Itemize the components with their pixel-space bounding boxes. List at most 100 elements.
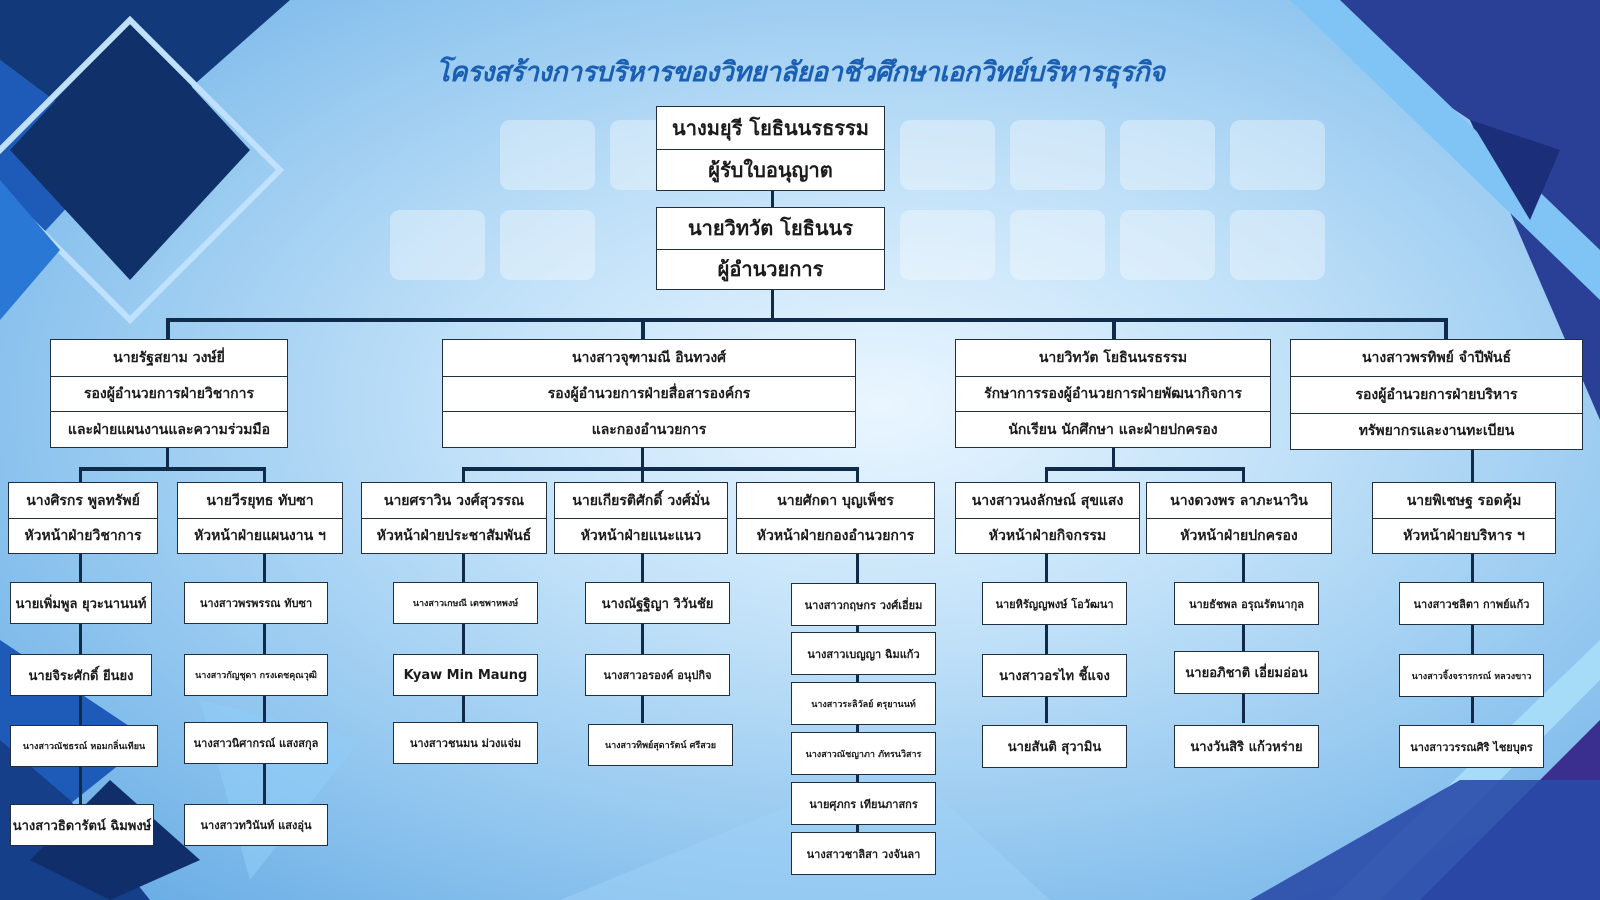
staff-box: นายศุภกร เทียนภาสกร [791,782,936,825]
connector [79,467,82,483]
deputy-title: และฝ่ายแผนงานและความร่วมมือ [51,411,287,447]
staff-box: นางสาวระลิวัลย์ ตรุยานนท์ [791,682,936,725]
deputy-name: นางสาวพรทิพย์ จำปีพันธ์ [1361,350,1512,367]
head-name: นายศักดา บุญเพ็ชร [777,492,894,509]
deputy-title: รักษาการรองผู้อำนวยการฝ่ายพัฒนากิจการ [956,375,1270,412]
deputy-box-resources: นางสาวพรทิพย์ จำปีพันธ์ รองผู้อำนวยการฝ่… [1290,339,1583,450]
staff-box: นางสาวจิ้งจรารกรณ์ หลวงขาว [1399,654,1544,697]
connector [641,467,644,483]
head-box: นางสาวนงลักษณ์ สุขแสง หัวหน้าฝ่ายกิจกรรม [955,482,1140,554]
staff-box: นางสาววรรณศิริ ไชยบุตร [1399,725,1544,768]
deputy-title: รองผู้อำนวยการฝ่ายบริหาร [1291,376,1582,412]
staff-box: นางสาวกัญชุดา กรงเดชคุณวุฒิ [184,654,328,696]
head-name: นางศิรกร พูลทรัพย์ [26,492,140,509]
connector [1045,467,1048,483]
chart-title: โครงสร้างการบริหารของวิทยาลัยอาชีวศึกษาเ… [435,57,1165,88]
head-box: นางศิรกร พูลทรัพย์ หัวหน้าฝ่ายวิชาการ [8,482,158,554]
head-title: หัวหน้าฝ่ายวิชาการ [9,518,157,553]
connector [641,447,644,469]
head-name: นายพิเชษฐ รอดคุ้ม [1406,492,1522,509]
connector [79,467,265,471]
deputy-title: และกองอำนวยการ [443,411,855,447]
licensee-name: นางมยุรี โยธินนรธรรม [672,115,869,140]
connector [856,467,859,483]
head-box: นายเกียรติศักดิ์ วงศ์มั่น หัวหน้าฝ่ายแนะ… [554,482,728,554]
connector [1242,467,1245,483]
head-name: นางสาวนงลักษณ์ สุขแสง [971,492,1124,509]
staff-box: นางสาวเบญญา ฉิมแก้ว [791,632,936,675]
licensee-box: นางมยุรี โยธินนรธรรม ผู้รับใบอนุญาต [656,106,885,191]
deputy-title: ทรัพยากรและงานทะเบียน [1291,412,1582,449]
connector [1471,449,1474,483]
staff-box: นายอภิชาติ เอี่ยมอ่อน [1174,651,1319,694]
deputy-title: รองผู้อำนวยการฝ่ายวิชาการ [51,375,287,412]
staff-box: นางณัฐฐิญา วิวันชัย [585,582,730,624]
staff-box: นางสาวอรไท ชี้แจง [982,654,1127,697]
head-name: นายวีรยุทธ ทับซา [206,492,314,509]
head-title: หัวหน้าฝ่ายแผนงาน ฯ [178,518,342,553]
head-title: หัวหน้าฝ่ายบริหาร ฯ [1373,518,1555,553]
connector [1112,318,1116,340]
staff-box: นางสาวทวินันท์ แสงอุ่น [184,804,328,846]
staff-box: นางสาวพรพรรณ ทับซา [184,582,328,624]
staff-box: นางสาวธิดารัตน์ ฉิมพงษ์ [10,804,154,846]
head-title: หัวหน้าฝ่ายแนะแนว [555,518,727,553]
staff-box: นางสาวเกษณี เตชพาหพงษ์ [393,582,538,624]
staff-box: นางสาวชนมน ม่วงแจ่ม [393,722,538,764]
head-box: นายวีรยุทธ ทับซา หัวหน้าฝ่ายแผนงาน ฯ [177,482,343,554]
connector [462,553,465,723]
connector [771,190,774,208]
deputy-box-student-affairs: นายวิทวัต โยธินนรธรรม รักษาการรองผู้อำนว… [955,339,1271,448]
head-name: นางดวงพร ลาภะนาวิน [1170,492,1308,509]
director-title: ผู้อำนวยการ [657,248,884,290]
head-name: นายเกียรติศักดิ์ วงศ์มั่น [572,492,710,509]
connector [166,318,1448,322]
staff-box: นางสาวทิพย์สุดารัตน์ ศรีสวย [588,724,733,766]
connector [462,467,858,471]
deputy-title: นักเรียน นักศึกษา และฝ่ายปกครอง [956,411,1270,447]
deputy-name: นายวิทวัต โยธินนรธรรม [1038,349,1188,366]
connector [263,467,266,483]
staff-box: นางสาวอรองค์ อนุปกิจ [585,654,730,696]
head-box: นางดวงพร ลาภะนาวิน หัวหน้าฝ่ายปกครอง [1146,482,1332,554]
head-box: นายศักดา บุญเพ็ชร หัวหน้าฝ่ายกองอำนวยการ [736,482,935,554]
director-name: นายวิทวัต โยธินนร [688,216,853,241]
connector [1045,467,1245,471]
staff-box: นางสาวนิศากรณ์ แสงสกุล [184,722,328,764]
connector [1045,553,1048,723]
staff-box: นายสันติ สุวามิน [982,725,1127,768]
deputy-name: นางสาวจุฑามณี อินทวงศ์ [571,349,727,366]
staff-box: นางสาวกฤษกร วงศ์เอี่ยม [791,583,936,626]
connector [1471,553,1474,723]
staff-box: Kyaw Min Maung [393,654,538,696]
staff-box: นายธัชพล อรุณรัตนากุล [1174,582,1319,625]
head-title: หัวหน้าฝ่ายกองอำนวยการ [737,518,934,553]
staff-box: นายจิระศักดิ์ ยีนยง [10,654,152,696]
staff-box: นางสาวณัชธรณ์ หอมกลิ่นเทียน [10,725,158,767]
connector [166,318,170,340]
head-box: นายศราวิน วงศ์สุวรรณ หัวหน้าฝ่ายประชาสัม… [361,482,547,554]
connector [641,553,644,723]
deputy-box-academic: นายรัฐสยาม วงษ์ยี่ รองผู้อำนวยการฝ่ายวิช… [50,339,288,448]
connector [1444,318,1448,340]
connector [1242,553,1245,723]
deputy-title: รองผู้อำนวยการฝ่ายสื่อสารองค์กร [443,375,855,412]
staff-box: นางวันสิริ แก้วหร่าย [1174,725,1319,768]
head-name: นายศราวิน วงศ์สุวรรณ [383,492,525,509]
head-title: หัวหน้าฝ่ายกิจกรรม [956,518,1139,553]
head-box: นายพิเชษฐ รอดคุ้ม หัวหน้าฝ่ายบริหาร ฯ [1372,482,1556,554]
connector [166,447,169,469]
connector [1112,447,1115,469]
staff-box: นายเพิ่มพูล ยุวะนานนท์ [10,582,152,624]
connector [641,318,645,340]
staff-box: นางสาวชาลิสา วงจันลา [791,832,936,875]
connector [462,467,465,483]
licensee-title: ผู้รับใบอนุญาต [657,148,884,191]
head-title: หัวหน้าฝ่ายประชาสัมพันธ์ [362,518,546,553]
deputy-name: นายรัฐสยาม วงษ์ยี่ [113,349,225,366]
deputy-box-communication: นางสาวจุฑามณี อินทวงศ์ รองผู้อำนวยการฝ่า… [442,339,856,448]
connector [771,290,774,320]
director-box: นายวิทวัต โยธินนร ผู้อำนวยการ [656,207,885,290]
